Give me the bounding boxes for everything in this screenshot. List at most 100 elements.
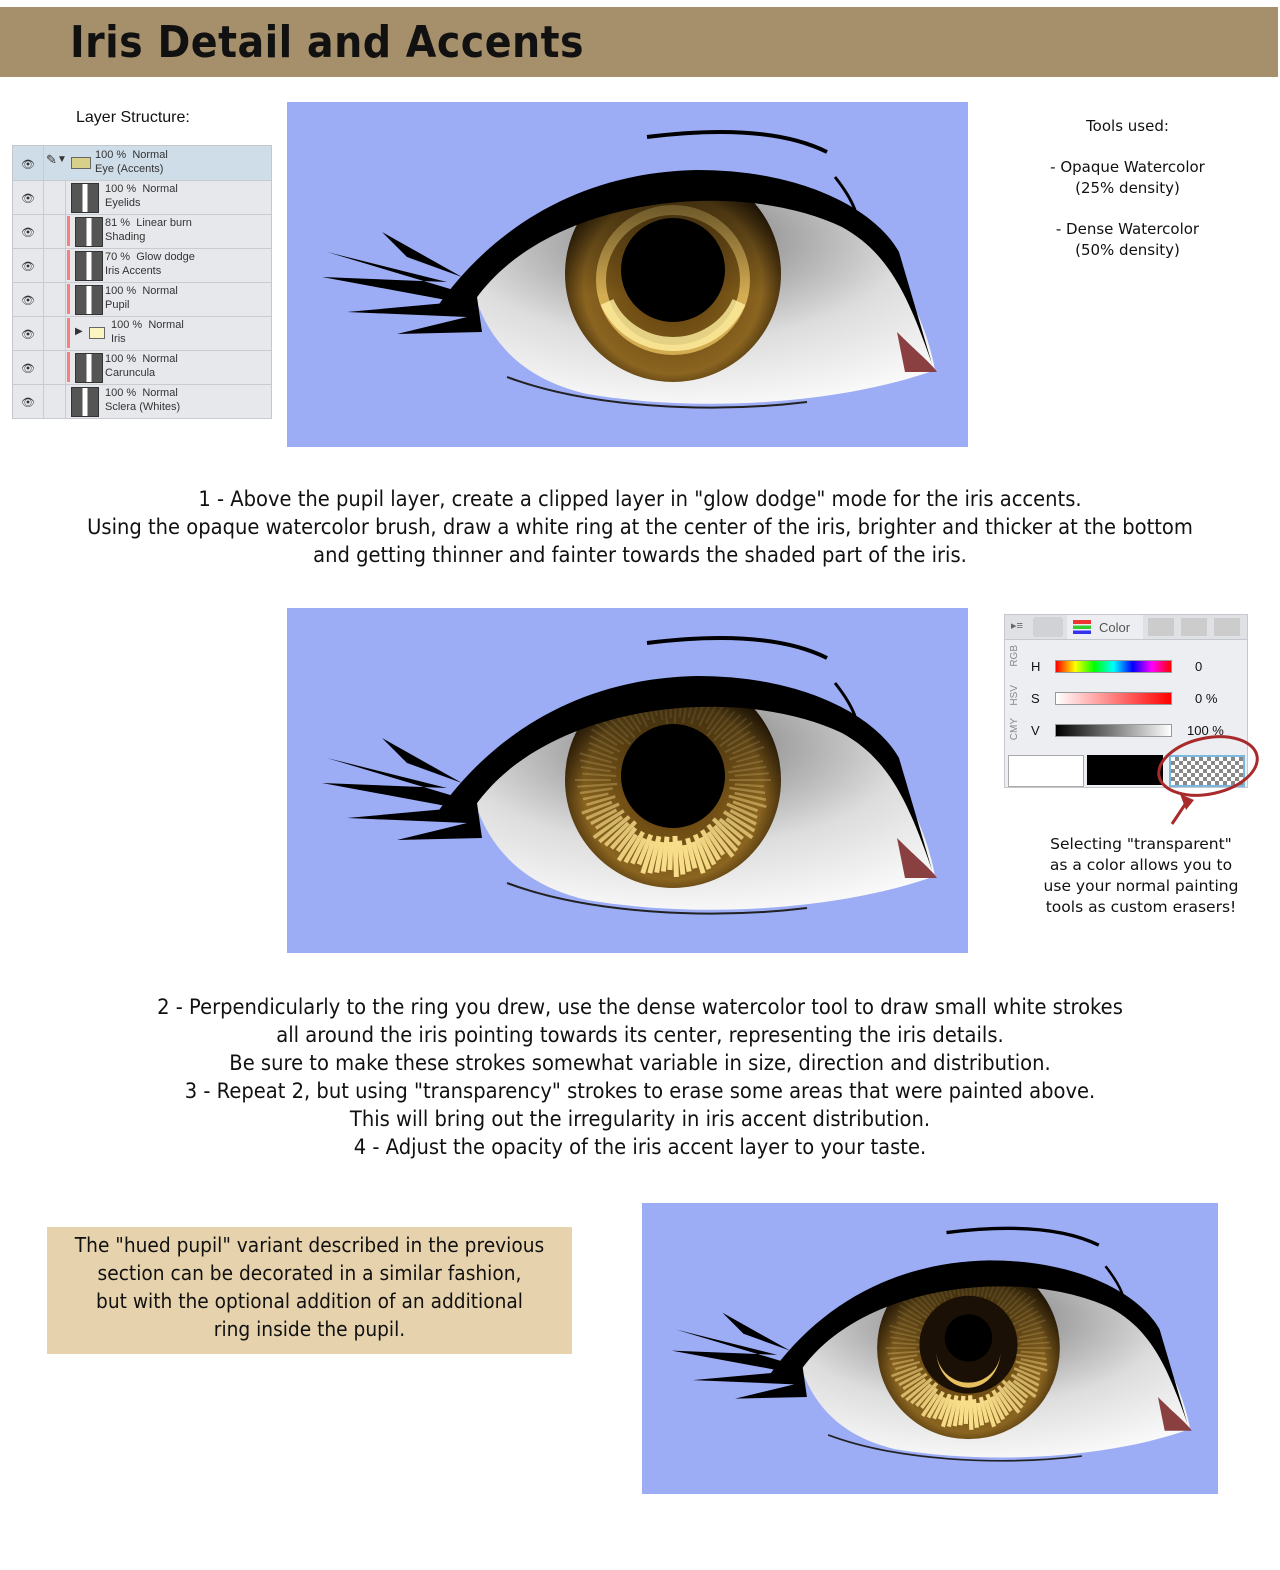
layer-name: Eyelids xyxy=(105,197,141,209)
clipping-indicator xyxy=(67,216,70,246)
text-line: Selecting "transparent" xyxy=(1050,835,1232,853)
divider xyxy=(65,316,66,350)
step-1-text: 1 - Above the pupil layer, create a clip… xyxy=(82,485,1198,569)
sub-color-swatch[interactable] xyxy=(1087,755,1163,785)
text-line: 4 - Adjust the opacity of the iris accen… xyxy=(353,1135,927,1159)
lower-lash xyxy=(827,1434,1082,1462)
visibility-eye-icon[interactable]: 👁 xyxy=(21,329,35,341)
pupil xyxy=(621,218,725,322)
caruncula xyxy=(897,332,937,372)
visibility-eye-icon[interactable]: 👁 xyxy=(21,159,35,171)
text-line: The "hued pupil" variant described in th… xyxy=(74,1233,545,1257)
layer-opacity: 100 % xyxy=(105,183,137,195)
saturation-value[interactable]: 0 % xyxy=(1195,691,1218,706)
divider xyxy=(65,384,66,418)
visibility-eye-icon[interactable]: 👁 xyxy=(21,193,35,205)
clipping-indicator xyxy=(67,318,70,348)
main-color-swatch[interactable] xyxy=(1008,755,1084,787)
text-line: use your normal painting xyxy=(1043,877,1239,895)
value-slider[interactable] xyxy=(1055,724,1172,737)
swatch-tab[interactable] xyxy=(1148,618,1174,636)
v-label: V xyxy=(1031,723,1040,738)
eye-illustration xyxy=(671,1226,1192,1462)
caruncula xyxy=(1157,1397,1192,1431)
panel-tabs: ▸≡ Color xyxy=(1005,615,1247,640)
layer-structure-heading: Layer Structure: xyxy=(76,109,190,126)
layer-blend-mode: Normal xyxy=(142,353,178,365)
folder-icon xyxy=(89,327,105,339)
layer-opacity: 70 % xyxy=(105,251,131,263)
layer-thumbnail xyxy=(71,183,99,213)
divider xyxy=(43,282,44,316)
divider xyxy=(43,350,44,384)
layer-name: Iris Accents xyxy=(105,265,162,277)
layer-opacity: 100 % xyxy=(95,149,127,161)
text-line: 3 - Repeat 2, but using "transparency" s… xyxy=(184,1079,1096,1103)
visibility-eye-icon[interactable]: 👁 xyxy=(21,363,35,375)
visibility-eye-icon[interactable]: 👁 xyxy=(21,227,35,239)
panel-menu-icon[interactable]: ▸≡ xyxy=(1011,620,1023,632)
divider xyxy=(43,248,44,282)
layer-opacity: 100 % xyxy=(105,353,137,365)
divider xyxy=(65,282,66,316)
expand-arrow-icon[interactable]: ▶ xyxy=(75,326,83,337)
history-tab[interactable] xyxy=(1181,618,1207,636)
tab-rgb[interactable]: RGB xyxy=(1009,645,1020,667)
visibility-eye-icon[interactable]: 👁 xyxy=(21,397,35,409)
layer-blend-mode: Normal xyxy=(142,183,178,195)
variant-note-box: The "hued pupil" variant described in th… xyxy=(47,1227,572,1354)
layer-opacity: 100 % xyxy=(105,285,137,297)
layer-thumbnail xyxy=(75,251,103,281)
layer-name: Iris xyxy=(111,333,126,345)
tab-cmy[interactable]: CMY xyxy=(1009,718,1020,741)
value-value[interactable]: 100 % xyxy=(1187,723,1224,738)
divider xyxy=(65,214,66,248)
layer-name: Caruncula xyxy=(105,367,156,379)
color-wheel-tab[interactable] xyxy=(1033,617,1063,637)
divider xyxy=(43,214,44,248)
tab-hsv[interactable]: HSV xyxy=(1009,685,1020,706)
sub-view-tab[interactable] xyxy=(1214,618,1240,636)
layer-opacity: 100 % xyxy=(105,387,137,399)
layer-name: Shading xyxy=(105,231,146,243)
h-label: H xyxy=(1031,659,1041,674)
visibility-eye-icon[interactable]: 👁 xyxy=(21,261,35,273)
transparent-color-swatch[interactable] xyxy=(1169,755,1245,787)
transparent-color-note: Selecting "transparent" as a color allow… xyxy=(1030,834,1252,918)
eye-illustration xyxy=(322,130,937,409)
layer-name: Pupil xyxy=(105,299,130,311)
text-line: Be sure to make these strokes somewhat v… xyxy=(229,1051,1051,1075)
eyelid-crease xyxy=(646,636,828,660)
layer-name: Sclera (Whites) xyxy=(105,401,181,413)
divider xyxy=(43,146,44,180)
saturation-slider[interactable] xyxy=(1055,692,1172,705)
hue-slider[interactable] xyxy=(1055,660,1172,673)
text-line: and getting thinner and fainter towards … xyxy=(313,543,967,567)
color-panel: ▸≡ Color RGB HSV CMY H 0 S 0 % V 100 % xyxy=(1004,614,1248,788)
color-sliders-icon xyxy=(1073,620,1091,634)
page-title: Iris Detail and Accents xyxy=(70,17,585,68)
divider xyxy=(65,350,66,384)
layer-blend-mode: Normal xyxy=(132,149,168,161)
layer-opacity: 81 % xyxy=(105,217,131,229)
layer-blend-mode: Normal xyxy=(142,387,178,399)
clipping-indicator xyxy=(67,250,70,280)
tab-color[interactable]: Color xyxy=(1067,615,1143,639)
hue-value[interactable]: 0 xyxy=(1195,659,1203,674)
visibility-eye-icon[interactable]: 👁 xyxy=(21,295,35,307)
divider xyxy=(65,248,66,282)
divider xyxy=(65,180,66,214)
tab-label: Color xyxy=(1099,620,1131,635)
layer-thumbnail xyxy=(75,285,103,315)
collapse-arrow-icon[interactable]: ▼ xyxy=(57,154,67,165)
